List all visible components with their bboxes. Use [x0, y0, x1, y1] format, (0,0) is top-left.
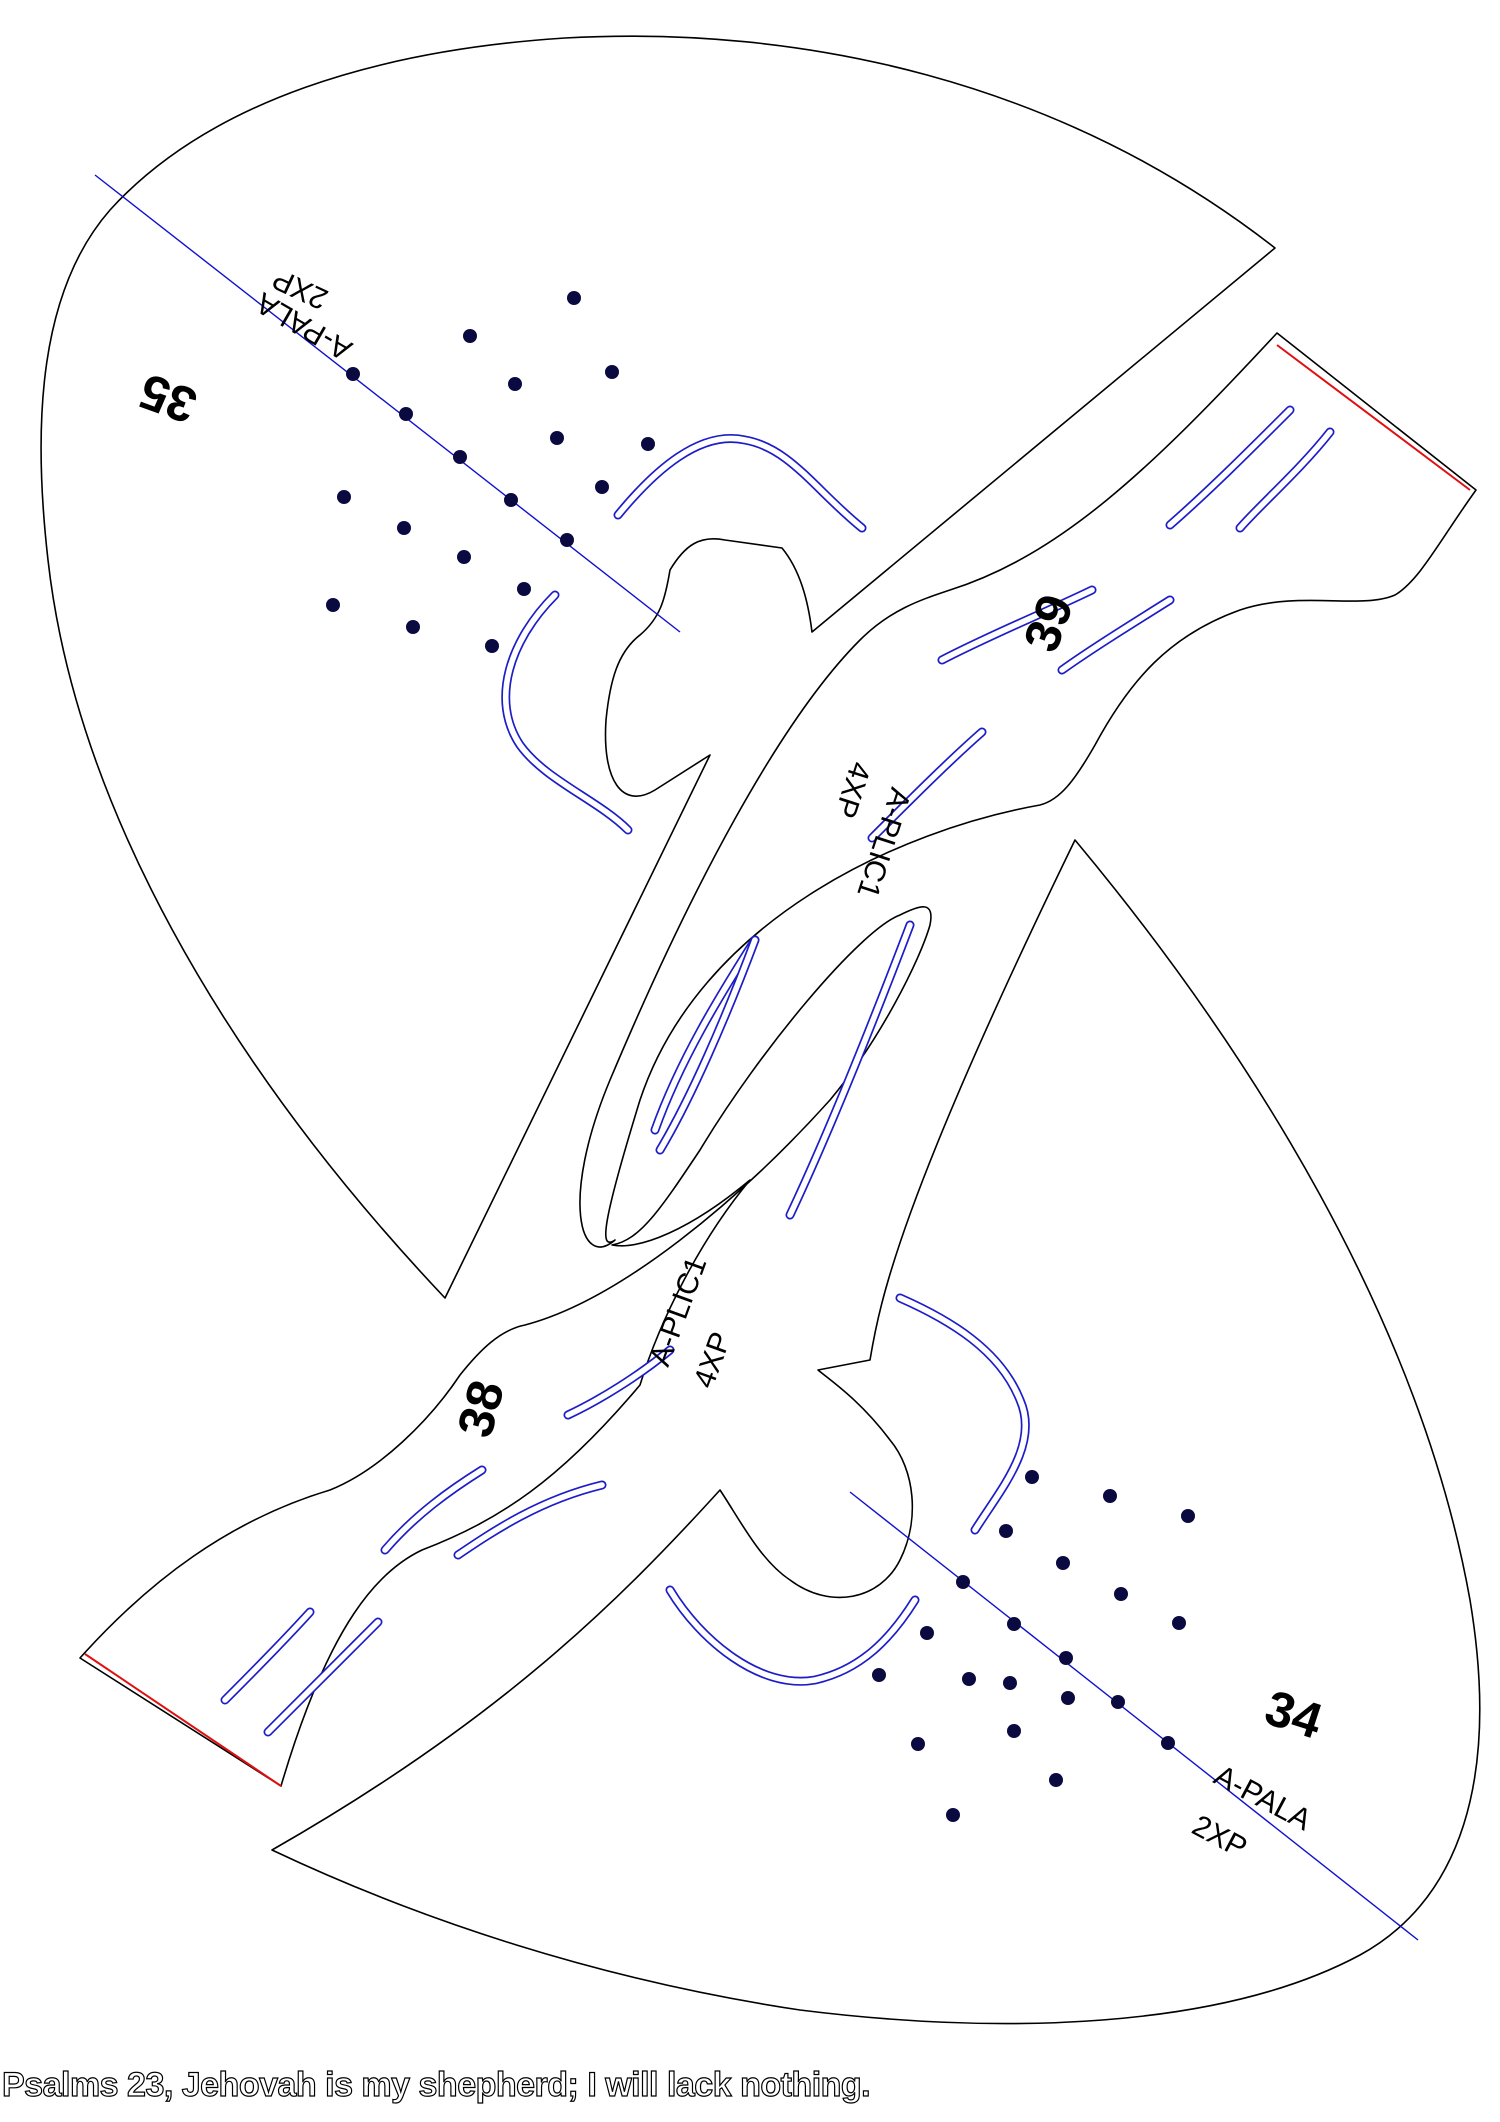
piece-35-dots	[326, 291, 655, 653]
piece-38-number: 38	[447, 1375, 515, 1443]
piece-34-grainline	[849, 1491, 1419, 1941]
piece-39-qty: 4XP	[828, 758, 877, 822]
caption: Psalms 23, Jehovah is my shepherd; I wil…	[1, 2065, 871, 2104]
piece-38-edge	[84, 1653, 282, 1787]
piece-39: 39 A-PLIC1 4XP	[579, 332, 1477, 1248]
piece-35-outline	[40, 35, 1276, 1299]
piece-35-number: 35	[132, 363, 203, 435]
piece-34-number: 34	[1259, 1679, 1329, 1750]
piece-38-qty: 4XP	[688, 1328, 738, 1393]
piece-35-grainline	[94, 174, 681, 633]
piece-34-qty: 2XP	[1187, 1809, 1253, 1865]
piece-39-outline	[579, 332, 1477, 1248]
piece-34-dots	[872, 1470, 1195, 1822]
piece-39-edge	[1276, 344, 1471, 491]
piece-38-outline	[79, 906, 932, 1787]
piece-35: 35 A-PALA 2XP	[40, 35, 1276, 1299]
piece-38: 38 A-PLIC1 4XP	[79, 906, 932, 1787]
piece-34-outline	[271, 839, 1481, 2025]
